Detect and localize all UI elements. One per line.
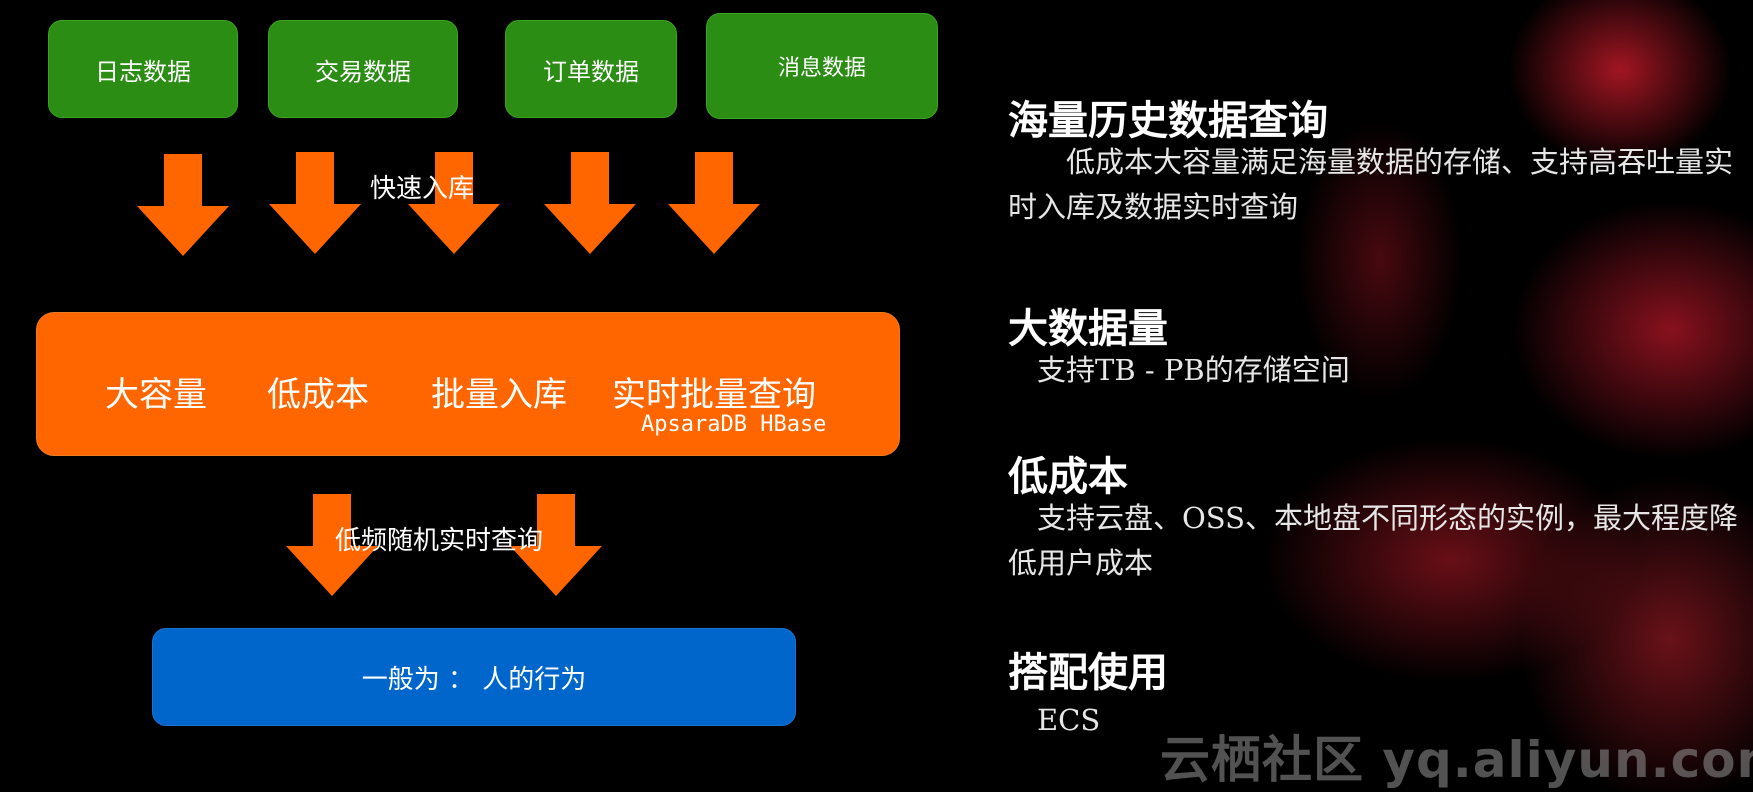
- source-label: 订单数据: [543, 57, 639, 86]
- section-title-big-data: 大数据量: [1008, 306, 1168, 352]
- behavior-label: 一般为 ： 人的行为: [361, 664, 587, 695]
- source-label: 交易数据: [315, 57, 411, 86]
- down-arrow-icon: [510, 494, 602, 596]
- section-title-pairing: 搭配使用: [1008, 650, 1168, 696]
- section-body-low-cost: 支持云盘、OSS、本地盘不同形态的实例，最大程度降低用户成本: [1008, 501, 1738, 580]
- down-arrow-icon: [137, 154, 229, 256]
- down-arrow-icon: [668, 152, 760, 254]
- down-arrow-icon: [408, 152, 500, 254]
- ingest-label: 快速入库: [370, 174, 475, 204]
- source-label: 日志数据: [95, 57, 191, 86]
- query-label: 低频随机实时查询: [335, 526, 544, 556]
- section-body-big-data: 支持TB - PB的存储空间: [1008, 353, 1350, 387]
- source-box-orders: 订单数据: [505, 20, 677, 118]
- hbase-box: 大容量 低成本 批量入库 实时批量查询 ApsaraDB HBase: [36, 312, 900, 456]
- section-body-history-query: 低成本大容量满足海量数据的存储、支持高吞吐量实时入库及数据实时查询: [1008, 145, 1734, 224]
- feature-batch-ingest: 批量入库: [431, 375, 567, 415]
- hbase-product-name: ApsaraDB HBase: [641, 412, 827, 437]
- source-box-logs: 日志数据: [48, 20, 238, 118]
- source-box-messages: 消息数据: [706, 13, 938, 119]
- down-arrow-icon: [286, 494, 378, 596]
- source-label: 消息数据: [777, 56, 866, 81]
- feature-capacity: 大容量: [105, 375, 207, 415]
- feature-low-cost: 低成本: [267, 375, 369, 415]
- section-title-history-query: 海量历史数据查询: [1008, 98, 1328, 144]
- down-arrow-icon: [544, 152, 636, 254]
- behavior-box: 一般为 ： 人的行为: [152, 628, 796, 726]
- section-body-pairing: ECS: [1008, 703, 1101, 737]
- down-arrow-icon: [269, 152, 361, 254]
- section-title-low-cost: 低成本: [1008, 454, 1128, 500]
- source-box-transactions: 交易数据: [268, 20, 458, 118]
- watermark: 云栖社区 yq.aliyun.com: [1160, 731, 1753, 789]
- feature-realtime-query: 实时批量查询: [612, 375, 816, 415]
